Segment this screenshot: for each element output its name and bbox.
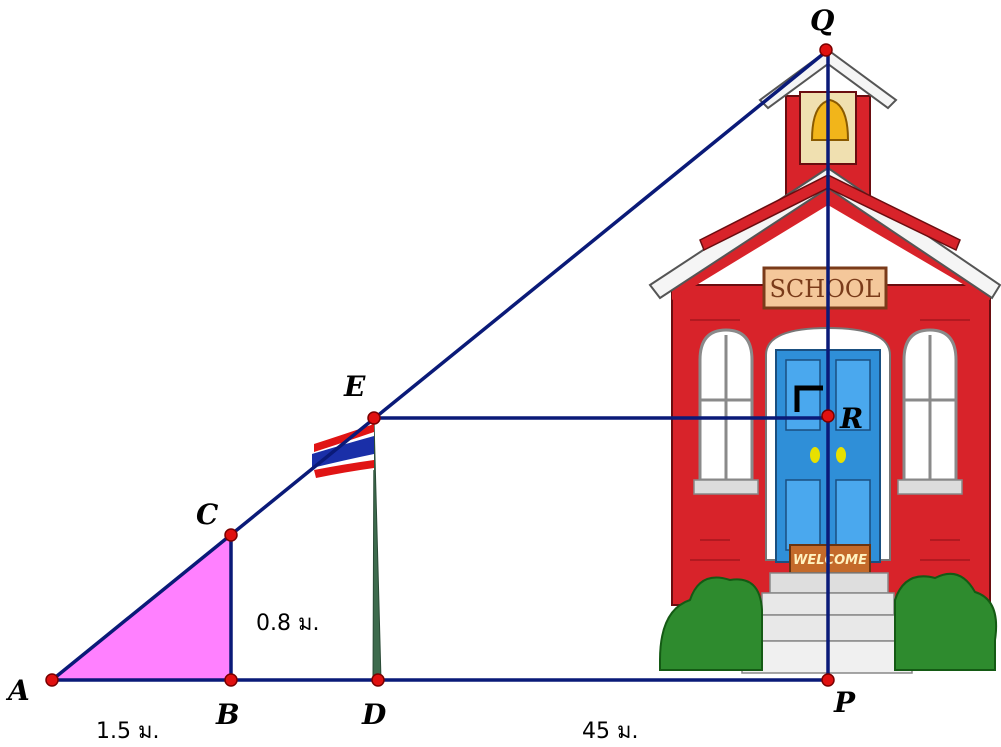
right-angle-marker [794,385,823,412]
label-c: C [196,498,219,531]
label-e: E [343,370,366,403]
bell-icon [810,98,850,141]
left-window [693,328,759,495]
label-r: R [839,402,863,435]
point-d [371,673,385,687]
measure-dp: 45 ม. [582,719,638,744]
thai-flag-icon [312,420,374,478]
label-p: P [833,686,856,719]
flag-pole [372,419,382,681]
measure-bc: 0.8 ม. [256,611,319,636]
school-building-illustration: SCHOOL WELCOME [648,48,1001,674]
label-b: B [215,698,240,731]
segment-aq [50,48,830,682]
point-c [224,528,238,542]
label-d: D [361,698,387,731]
point-r [821,409,835,423]
measure-ab: 1.5 ม. [96,719,159,744]
bushes [659,572,997,671]
point-b [224,673,238,687]
welcome-mat [789,544,871,574]
label-a: A [5,674,30,707]
point-e [367,411,381,425]
right-window [897,328,963,495]
school-sign-board [762,266,888,310]
point-a [45,673,59,687]
point-q [819,43,833,57]
school-sign-text: SCHOOL [769,275,880,303]
geometry-lines [50,48,830,682]
points [45,43,835,687]
point-p [821,673,835,687]
label-q: Q [810,4,834,37]
welcome-mat-text: WELCOME [793,553,867,568]
